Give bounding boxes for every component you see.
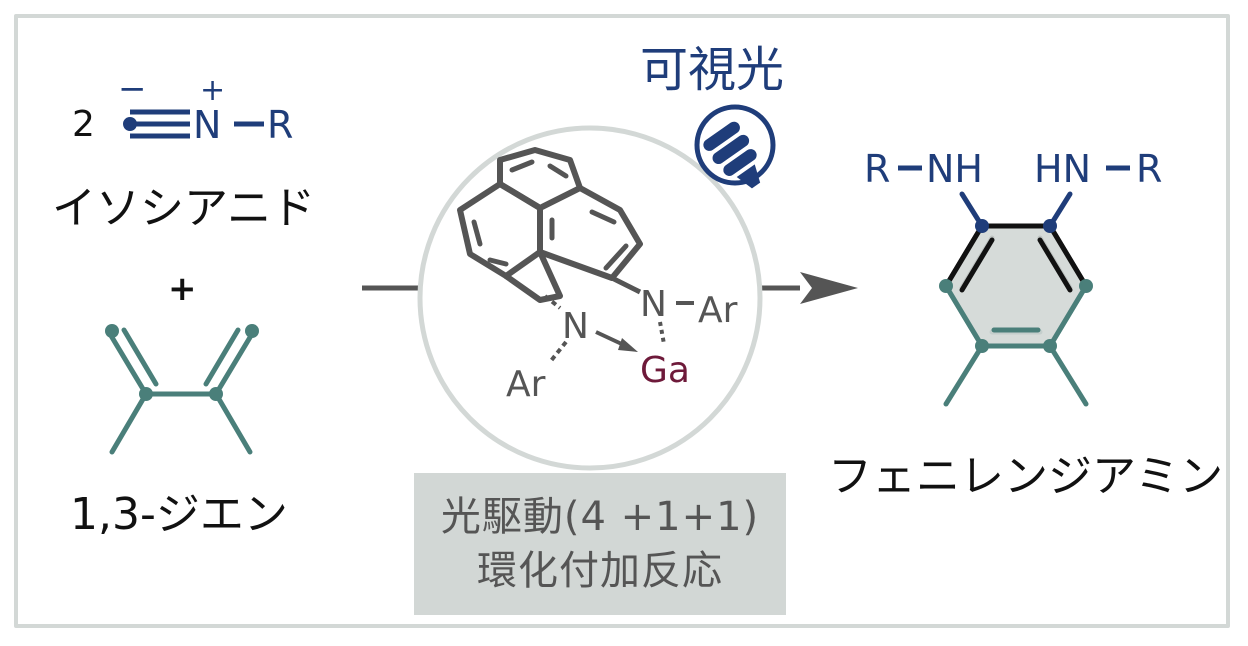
isocyanide-nitrogen: N xyxy=(193,103,221,147)
minus-charge: − xyxy=(118,69,147,109)
lower-aryl: Ar xyxy=(506,364,546,405)
product-left-r: R xyxy=(864,147,890,191)
product-atom xyxy=(1043,339,1057,353)
product-left-nh: NH xyxy=(926,147,983,191)
coefficient: 2 xyxy=(72,104,95,145)
lower-nitrogen: N xyxy=(562,306,589,347)
upper-aryl: Ar xyxy=(698,290,738,331)
diene-atom xyxy=(139,387,153,401)
upper-nitrogen: N xyxy=(640,284,667,325)
aromatic-inner-bonds xyxy=(471,159,629,271)
plus-charge: + xyxy=(200,73,225,108)
product-atom xyxy=(975,219,989,233)
outer-frame xyxy=(14,14,1230,628)
isocyanide: 2 − + N R xyxy=(72,69,293,147)
product-right-hn: HN xyxy=(1034,147,1091,191)
gallium-center: Ga xyxy=(640,350,690,391)
product-atom xyxy=(1079,279,1093,293)
n-ga-coordination xyxy=(658,321,666,345)
ligand-n-bond-lower xyxy=(543,294,562,310)
reaction-type-line2: 環化付加反応 xyxy=(477,548,723,594)
catalyst-circle xyxy=(417,125,763,471)
ligand-n-bond xyxy=(610,275,642,295)
reaction-arrow-head xyxy=(800,272,858,304)
product-right-r: R xyxy=(1136,147,1162,191)
product-atom xyxy=(1043,219,1057,233)
product-label: フェニレンジアミン xyxy=(828,451,1224,502)
lightbulb-icon xyxy=(694,104,776,189)
product-atom xyxy=(939,279,953,293)
dative-arrow-head xyxy=(618,338,638,352)
reaction-type-box: 光駆動(4 +1+1) 環化付加反応 xyxy=(414,473,786,615)
isocyanide-r-group: R xyxy=(267,103,293,147)
diene-atom xyxy=(105,324,119,338)
diene-atom xyxy=(209,387,223,401)
diene-structure xyxy=(107,327,255,455)
isocyanide-label: イソシアニド xyxy=(52,183,316,234)
visible-light-label: 可視光 xyxy=(640,42,784,98)
diene-label: 1,3-ジエン xyxy=(70,489,288,540)
plus-sign: + xyxy=(168,269,197,309)
reaction-type-line1: 光駆動(4 +1+1) xyxy=(440,494,760,540)
product-atom xyxy=(975,339,989,353)
lower-n-ar-bond xyxy=(548,340,568,364)
diene-atom xyxy=(245,324,259,338)
catalyst-ligand xyxy=(457,147,643,303)
